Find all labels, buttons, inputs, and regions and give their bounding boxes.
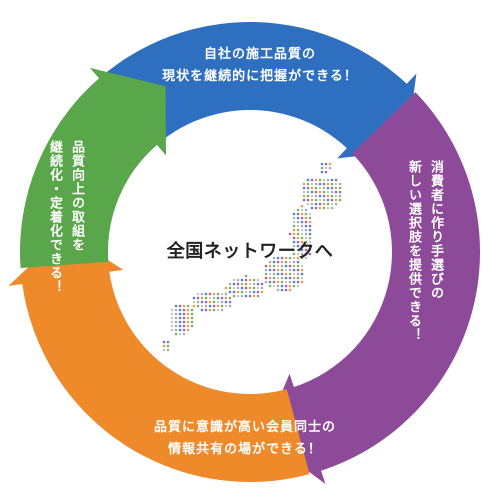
- bottom-segment-text: 品質に意識が高い会員同士の 情報共有の場ができる！: [120, 417, 370, 461]
- left-line-1: 品質向上の取組を: [69, 140, 84, 252]
- top-line-1: 自社の施工品質の: [203, 47, 316, 62]
- bottom-line-2: 情報共有の場ができる！: [168, 442, 322, 457]
- bottom-line-1: 品質に意識が高い会員同士の: [153, 420, 336, 435]
- right-segment-text: 消費者に作り手選びの 新しい選択肢を提供できる！: [402, 160, 446, 370]
- japan-map-dots-icon: [162, 162, 342, 352]
- cycle-segment-right: [262, 92, 480, 485]
- cycle-segment-left: [20, 67, 167, 269]
- right-line-2: 新しい選択肢を提供できる！: [406, 160, 421, 342]
- left-line-2: 継続化・定着化できる！: [47, 140, 62, 294]
- left-segment-text: 品質向上の取組を 継続化・定着化できる！: [43, 140, 87, 330]
- center-title: 全国ネットワークへ: [166, 241, 334, 262]
- cycle-segment-bottom: [8, 232, 310, 482]
- top-segment-text: 自社の施工品質の 現状を継続的に把握ができる！: [150, 44, 370, 88]
- top-line-2: 現状を継続的に把握ができる！: [162, 69, 358, 84]
- right-line-1: 消費者に作り手選びの: [428, 160, 443, 300]
